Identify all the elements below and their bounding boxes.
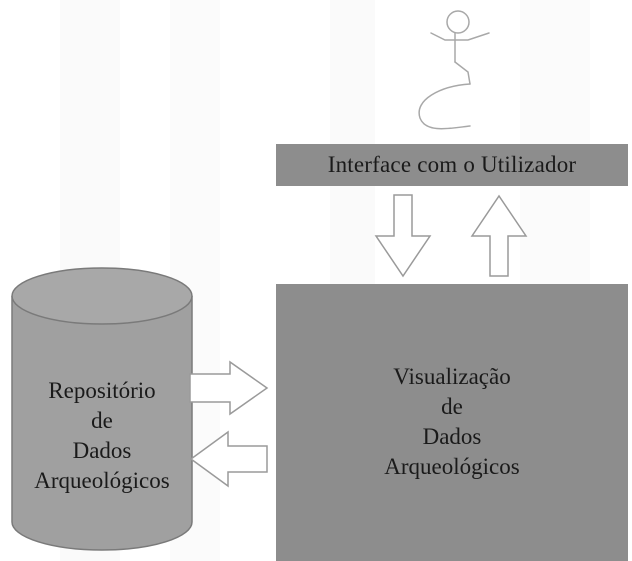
visualization-label: Visualização de Dados Arqueológicos [384,364,520,479]
repository-label: Repositório de Dados Arqueológicos [34,378,170,493]
user-interface-label: Interface com o Utilizador [327,152,577,177]
arrow-left-icon [189,430,268,488]
user-interface-box: Interface com o Utilizador [276,144,628,186]
visualization-box [276,284,628,561]
arrow-right-icon [189,360,269,416]
arrow-up-icon [470,194,528,277]
stick-figure-icon [418,10,490,130]
arrow-down-icon [374,194,432,278]
